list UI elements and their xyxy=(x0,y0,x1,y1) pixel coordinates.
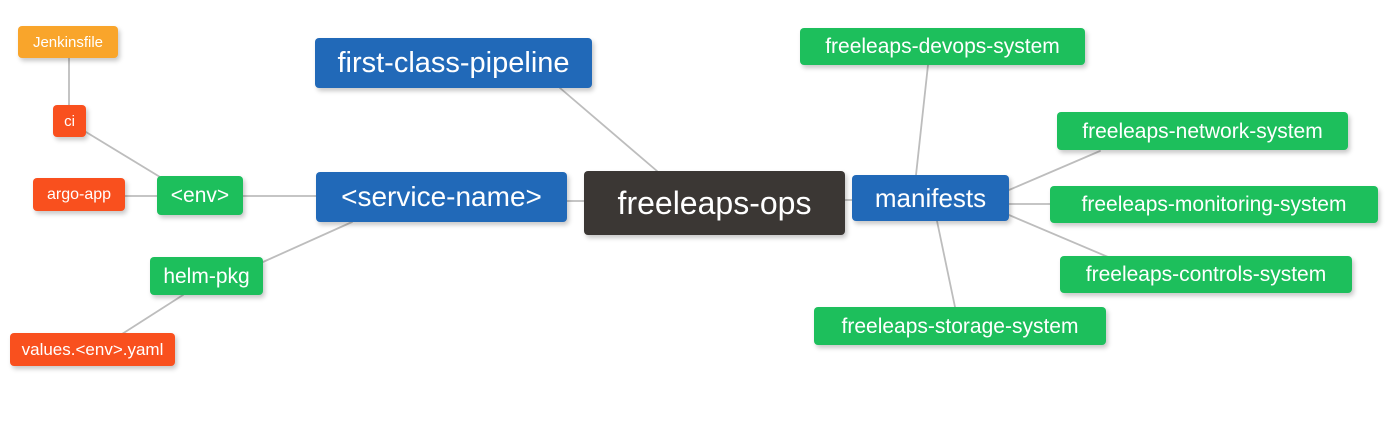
mindmap-node-ci[interactable]: ci xyxy=(53,105,86,137)
node-label: ci xyxy=(64,112,75,130)
edge-ci-to-env xyxy=(85,131,161,178)
mindmap-node-argo-app[interactable]: argo-app xyxy=(33,178,125,211)
mindmap-node-first-class-pipeline[interactable]: first-class-pipeline xyxy=(315,38,592,88)
edge-service-name-to-helm-pkg xyxy=(262,221,353,263)
node-label: freeleaps-network-system xyxy=(1082,119,1323,143)
node-label: <service-name> xyxy=(341,181,542,212)
node-label: <env> xyxy=(170,184,230,207)
mindmap-node-helm-pkg[interactable]: helm-pkg xyxy=(150,257,263,295)
mindmap-node-values-env-yaml[interactable]: values.<env>.yaml xyxy=(10,333,175,366)
node-label: freeleaps-storage-system xyxy=(841,314,1079,338)
mindmap-node-freeleaps-ops[interactable]: freeleaps-ops xyxy=(584,171,845,235)
mindmap-node-manifests[interactable]: manifests xyxy=(852,175,1009,221)
mindmap-node-env[interactable]: <env> xyxy=(157,176,243,215)
mindmap-node-freeleaps-devops-system[interactable]: freeleaps-devops-system xyxy=(800,28,1085,65)
mindmap-node-jenkinsfile[interactable]: Jenkinsfile xyxy=(18,26,118,58)
edge-first-class-pipeline-to-freeleaps-ops xyxy=(559,87,658,172)
node-label: manifests xyxy=(874,183,987,213)
node-label: freeleaps-ops xyxy=(617,185,812,221)
node-label: first-class-pipeline xyxy=(337,46,570,79)
mindmap-node-service-name[interactable]: <service-name> xyxy=(316,172,567,222)
node-label: argo-app xyxy=(46,185,112,203)
mindmap-node-freeleaps-controls-system[interactable]: freeleaps-controls-system xyxy=(1060,256,1352,293)
node-label: freeleaps-devops-system xyxy=(825,35,1060,58)
edge-manifests-to-freeleaps-storage-system xyxy=(936,220,956,308)
edge-manifests-to-freeleaps-network-system xyxy=(1008,150,1101,191)
node-label: freeleaps-controls-system xyxy=(1085,263,1327,286)
node-label: Jenkinsfile xyxy=(32,33,104,51)
node-label: values.<env>.yaml xyxy=(21,340,164,359)
node-label: freeleaps-monitoring-system xyxy=(1081,193,1347,216)
mindmap-node-freeleaps-network-system[interactable]: freeleaps-network-system xyxy=(1057,112,1348,150)
edge-helm-pkg-to-values-env-yaml xyxy=(121,294,184,335)
mindmap-node-freeleaps-storage-system[interactable]: freeleaps-storage-system xyxy=(814,307,1106,345)
mindmap-node-freeleaps-monitoring-system[interactable]: freeleaps-monitoring-system xyxy=(1050,186,1378,223)
node-label: helm-pkg xyxy=(163,264,250,288)
edge-manifests-to-freeleaps-devops-system xyxy=(915,64,929,176)
